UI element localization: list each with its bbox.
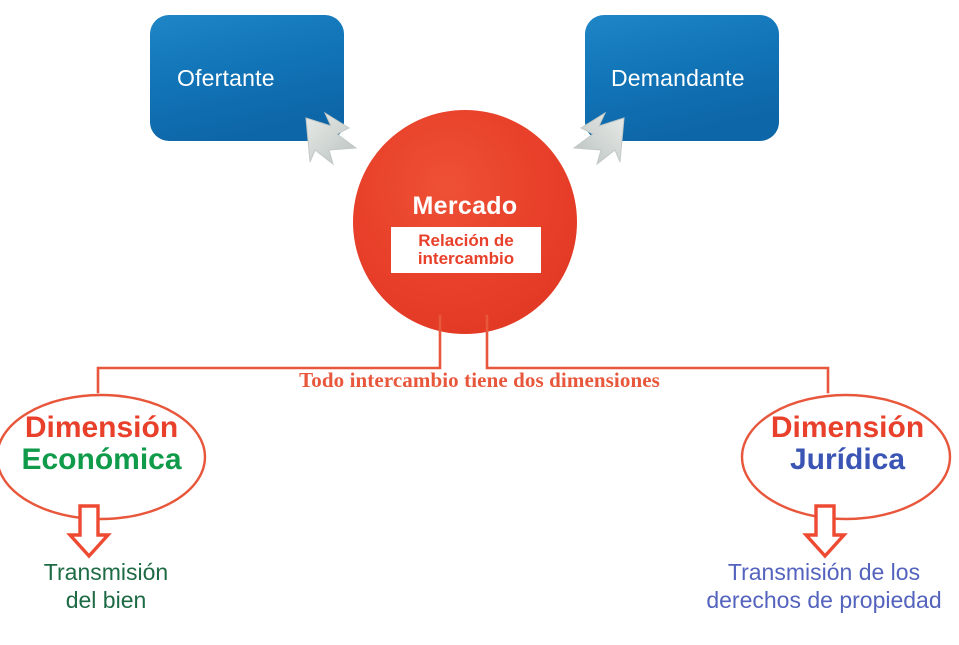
- market-circle-shape: [353, 110, 577, 334]
- dimension-juridica-line2: Jurídica: [789, 442, 906, 476]
- actor-box-demandante-shape: [585, 15, 779, 141]
- red-outline-arrow-down-right-icon: [802, 504, 848, 559]
- actor-label-demandante: Demandante: [611, 64, 745, 91]
- actor-node-ofertante[interactable]: Ofertante: [150, 15, 344, 141]
- dimension-economica-line1: Dimensión: [24, 411, 179, 444]
- dimension-juridica-line1: Dimensión: [770, 411, 925, 444]
- outcome-economica: Transmisión del bien: [43, 559, 169, 614]
- outcome-juridica: Transmisión de los derechos de propiedad: [706, 559, 942, 614]
- market-title: Mercado: [412, 192, 518, 220]
- dimension-ellipse-juridica: [740, 393, 952, 521]
- gray-arrow-down-right-icon: [305, 111, 358, 166]
- dimension-label-juridica: Dimensión Jurídica: [740, 412, 955, 476]
- actor-label-ofertante: Ofertante: [177, 64, 275, 91]
- dimension-ellipse-economica: [0, 393, 207, 521]
- dimension-economica-line2: Económica: [21, 442, 182, 476]
- dimension-label-economica: Dimensión Económica: [0, 412, 209, 476]
- actor-box-ofertante-shape: [150, 15, 344, 141]
- actor-node-demandante[interactable]: Demandante: [585, 15, 779, 141]
- red-outline-arrow-down-left-icon: [66, 504, 112, 559]
- branch-caption: Todo intercambio tiene dos dimensiones: [299, 368, 660, 392]
- connector-tree: [96, 314, 830, 394]
- gray-arrow-down-left-icon: [572, 111, 625, 166]
- market-subtitle-label: Relación de intercambio: [417, 230, 515, 268]
- market-subtitle-box: Relación de intercambio: [391, 227, 541, 273]
